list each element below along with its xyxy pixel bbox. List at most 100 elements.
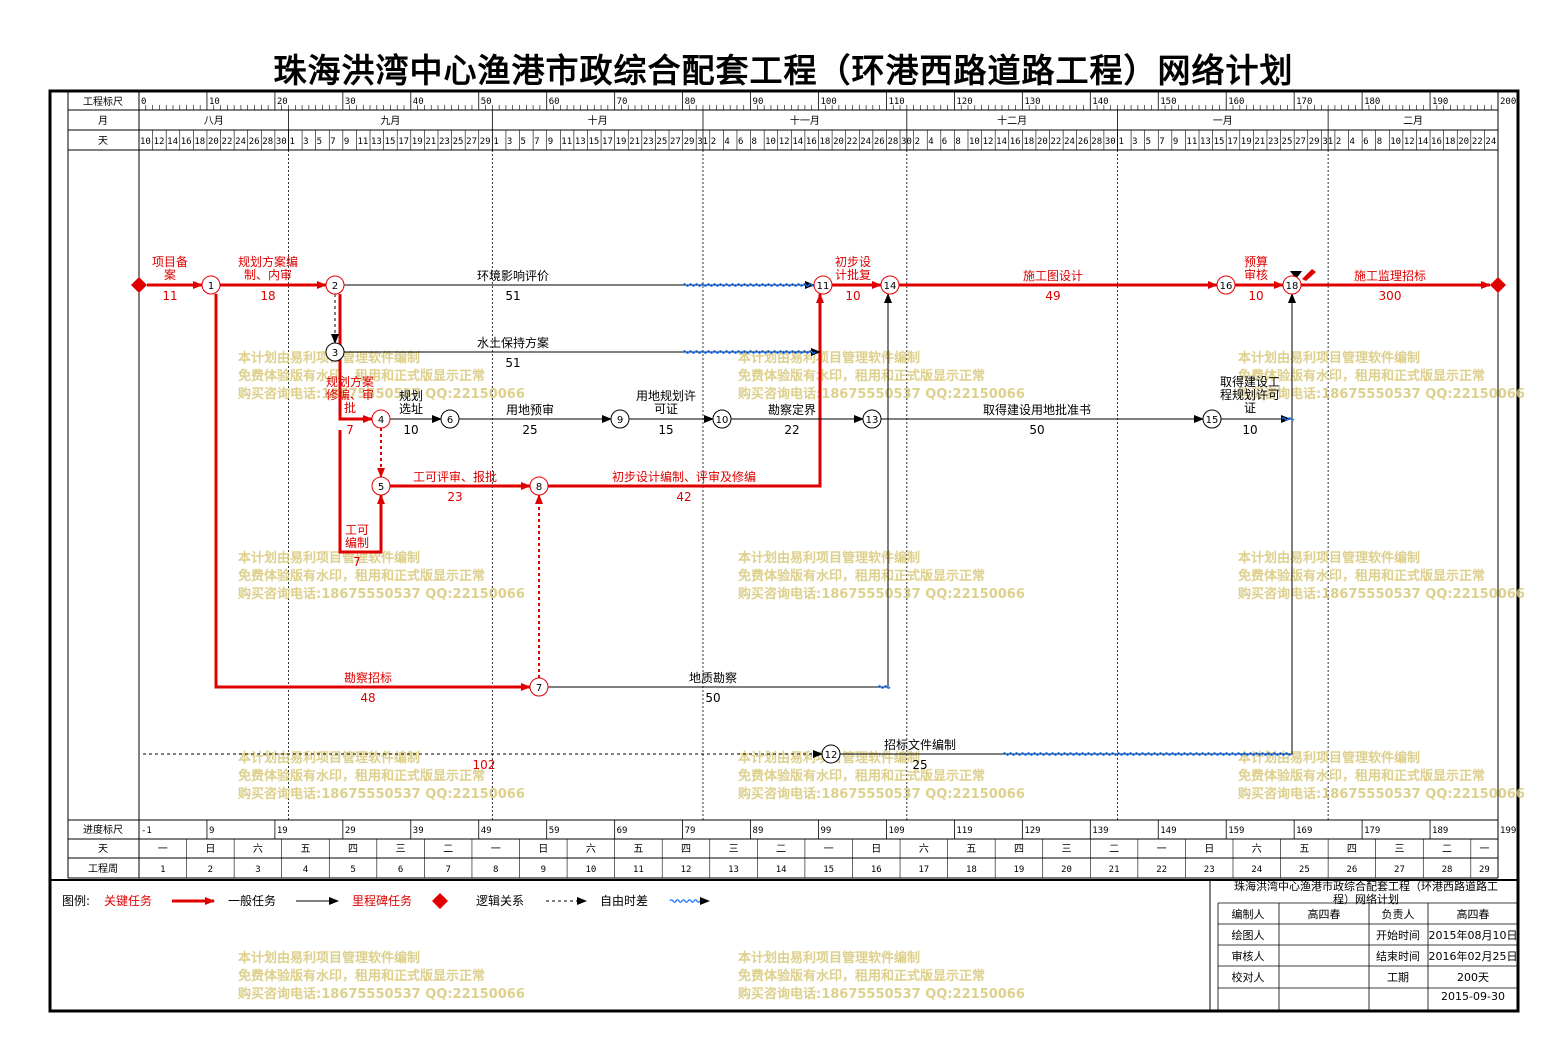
watermark-text: 本计划由易利项目管理软件编制: [1238, 750, 1420, 766]
node-number: 6: [447, 415, 453, 426]
weekday: 五: [966, 844, 976, 855]
free-float: [682, 283, 816, 287]
progress-tick: 39: [413, 826, 424, 836]
week-number: 20: [1061, 865, 1072, 875]
task-name: 取得建设工程规划许可证: [1220, 374, 1280, 415]
watermark-text: 购买咨询电话:18675550537 QQ:22150066: [1238, 586, 1525, 602]
day-number: 1: [493, 137, 498, 147]
week-number: 27: [1394, 865, 1405, 875]
title-block-date: 2015-09-30: [1441, 990, 1505, 1003]
milestone-flag: [1302, 269, 1316, 281]
title-block-cell: 开始时间: [1376, 928, 1420, 942]
day-number: 18: [194, 137, 205, 147]
day-number: 12: [779, 137, 790, 147]
watermark-text: 免费体验版有水印，租用和正式版显示正常: [738, 368, 985, 384]
weekday: 一: [491, 844, 501, 855]
day-number: 1: [1118, 137, 1123, 147]
day-number: 24: [1485, 137, 1496, 147]
legend: 图例:关键任务一般任务里程碑任务逻辑关系自由时差: [62, 893, 710, 909]
watermark-text: 免费体验版有水印，租用和正式版显示正常: [738, 968, 985, 984]
scale-tick: 200: [1500, 97, 1516, 107]
weekday: 五: [1299, 844, 1309, 855]
weekday: 五: [633, 844, 643, 855]
day-number: 20: [208, 137, 219, 147]
day-number: 18: [820, 137, 831, 147]
task-name: 项目备案: [152, 255, 188, 282]
event-node: [1282, 275, 1302, 295]
month-name: 九月: [380, 115, 400, 127]
scale-tick: 150: [1160, 97, 1176, 107]
day-number: 25: [656, 137, 667, 147]
day-number: 6: [738, 137, 743, 147]
month-label: 月: [98, 115, 108, 127]
day-number: 5: [1146, 137, 1151, 147]
node-number: 2: [332, 281, 338, 292]
scale-tick: 40: [413, 97, 424, 107]
day-number: 3: [303, 137, 308, 147]
progress-tick: 119: [956, 826, 972, 836]
weekday: 三: [1394, 844, 1404, 855]
outer-border: [48, 89, 1520, 1013]
task-name: 预算审核: [1244, 254, 1268, 282]
title-block-cell: 200天: [1457, 971, 1489, 984]
task-arrow-general: [840, 293, 1296, 755]
day-number: 21: [425, 137, 436, 147]
day-number: 23: [643, 137, 654, 147]
progress-tick: 9: [209, 826, 214, 836]
watermark-layer: 本计划由易利项目管理软件编制免费体验版有水印，租用和正式版显示正常购买咨询电话:…: [238, 350, 1525, 1002]
progress-label: 进度标尺: [83, 823, 123, 836]
week-number: 6: [398, 865, 403, 875]
free-float: [682, 350, 816, 354]
day-number: 16: [1010, 137, 1021, 147]
event-node: [529, 677, 549, 697]
weekday: 三: [1062, 844, 1072, 855]
task-duration: 22: [784, 423, 799, 437]
task-name: 环境影响评价: [477, 268, 549, 283]
watermark-text: 免费体验版有水印，租用和正式版显示正常: [1238, 768, 1485, 784]
title-block-cell: 负责人: [1382, 907, 1415, 921]
node-number: 4: [378, 415, 384, 426]
scale-tick: 100: [821, 97, 837, 107]
week-label: 工程周: [88, 863, 118, 875]
watermark-text: 购买咨询电话:18675550537 QQ:22150066: [238, 586, 525, 602]
task-name: 施工图设计: [1023, 269, 1083, 283]
watermark-text: 本计划由易利项目管理软件编制: [738, 950, 920, 966]
day-number: 2: [711, 137, 716, 147]
weekday: 一: [1479, 844, 1489, 855]
scale-tick: 140: [1092, 97, 1108, 107]
task-duration: 25: [912, 758, 927, 772]
chart-frame: [48, 89, 1520, 1013]
day-number: 8: [752, 137, 757, 147]
progress-tick: 139: [1092, 826, 1108, 836]
task-duration: 10: [845, 289, 860, 303]
weekday: 二: [1442, 844, 1452, 855]
weekday: 日: [1204, 844, 1214, 855]
day-number: 29: [684, 137, 695, 147]
free-float: [1002, 752, 1292, 756]
task-name: 初步设计编制、评审及修编: [612, 469, 756, 484]
progress-tick: 79: [685, 826, 696, 836]
watermark-text: 本计划由易利项目管理软件编制: [238, 750, 420, 766]
week-number: 15: [823, 865, 834, 875]
task-name: 勘察定界: [768, 402, 816, 417]
watermark-text: 购买咨询电话:18675550537 QQ:22150066: [738, 986, 1025, 1002]
free-float: [1281, 417, 1295, 421]
week-number: 12: [681, 865, 692, 875]
progress-tick: 109: [888, 826, 904, 836]
day-number: 15: [1214, 137, 1225, 147]
task-duration: 23: [447, 490, 462, 504]
scale-tick: 160: [1228, 97, 1244, 107]
legend-float-label: 自由时差: [600, 894, 648, 908]
day-number: 10: [969, 137, 980, 147]
day-number: 5: [521, 137, 526, 147]
node-number: 14: [884, 281, 897, 292]
weekday: 二: [1109, 844, 1119, 855]
week-number: 5: [350, 865, 355, 875]
legend-float-arrow: [700, 897, 710, 905]
progress-tick: 99: [821, 826, 832, 836]
task-name: 规划选址: [399, 388, 423, 416]
weekday: 三: [396, 844, 406, 855]
